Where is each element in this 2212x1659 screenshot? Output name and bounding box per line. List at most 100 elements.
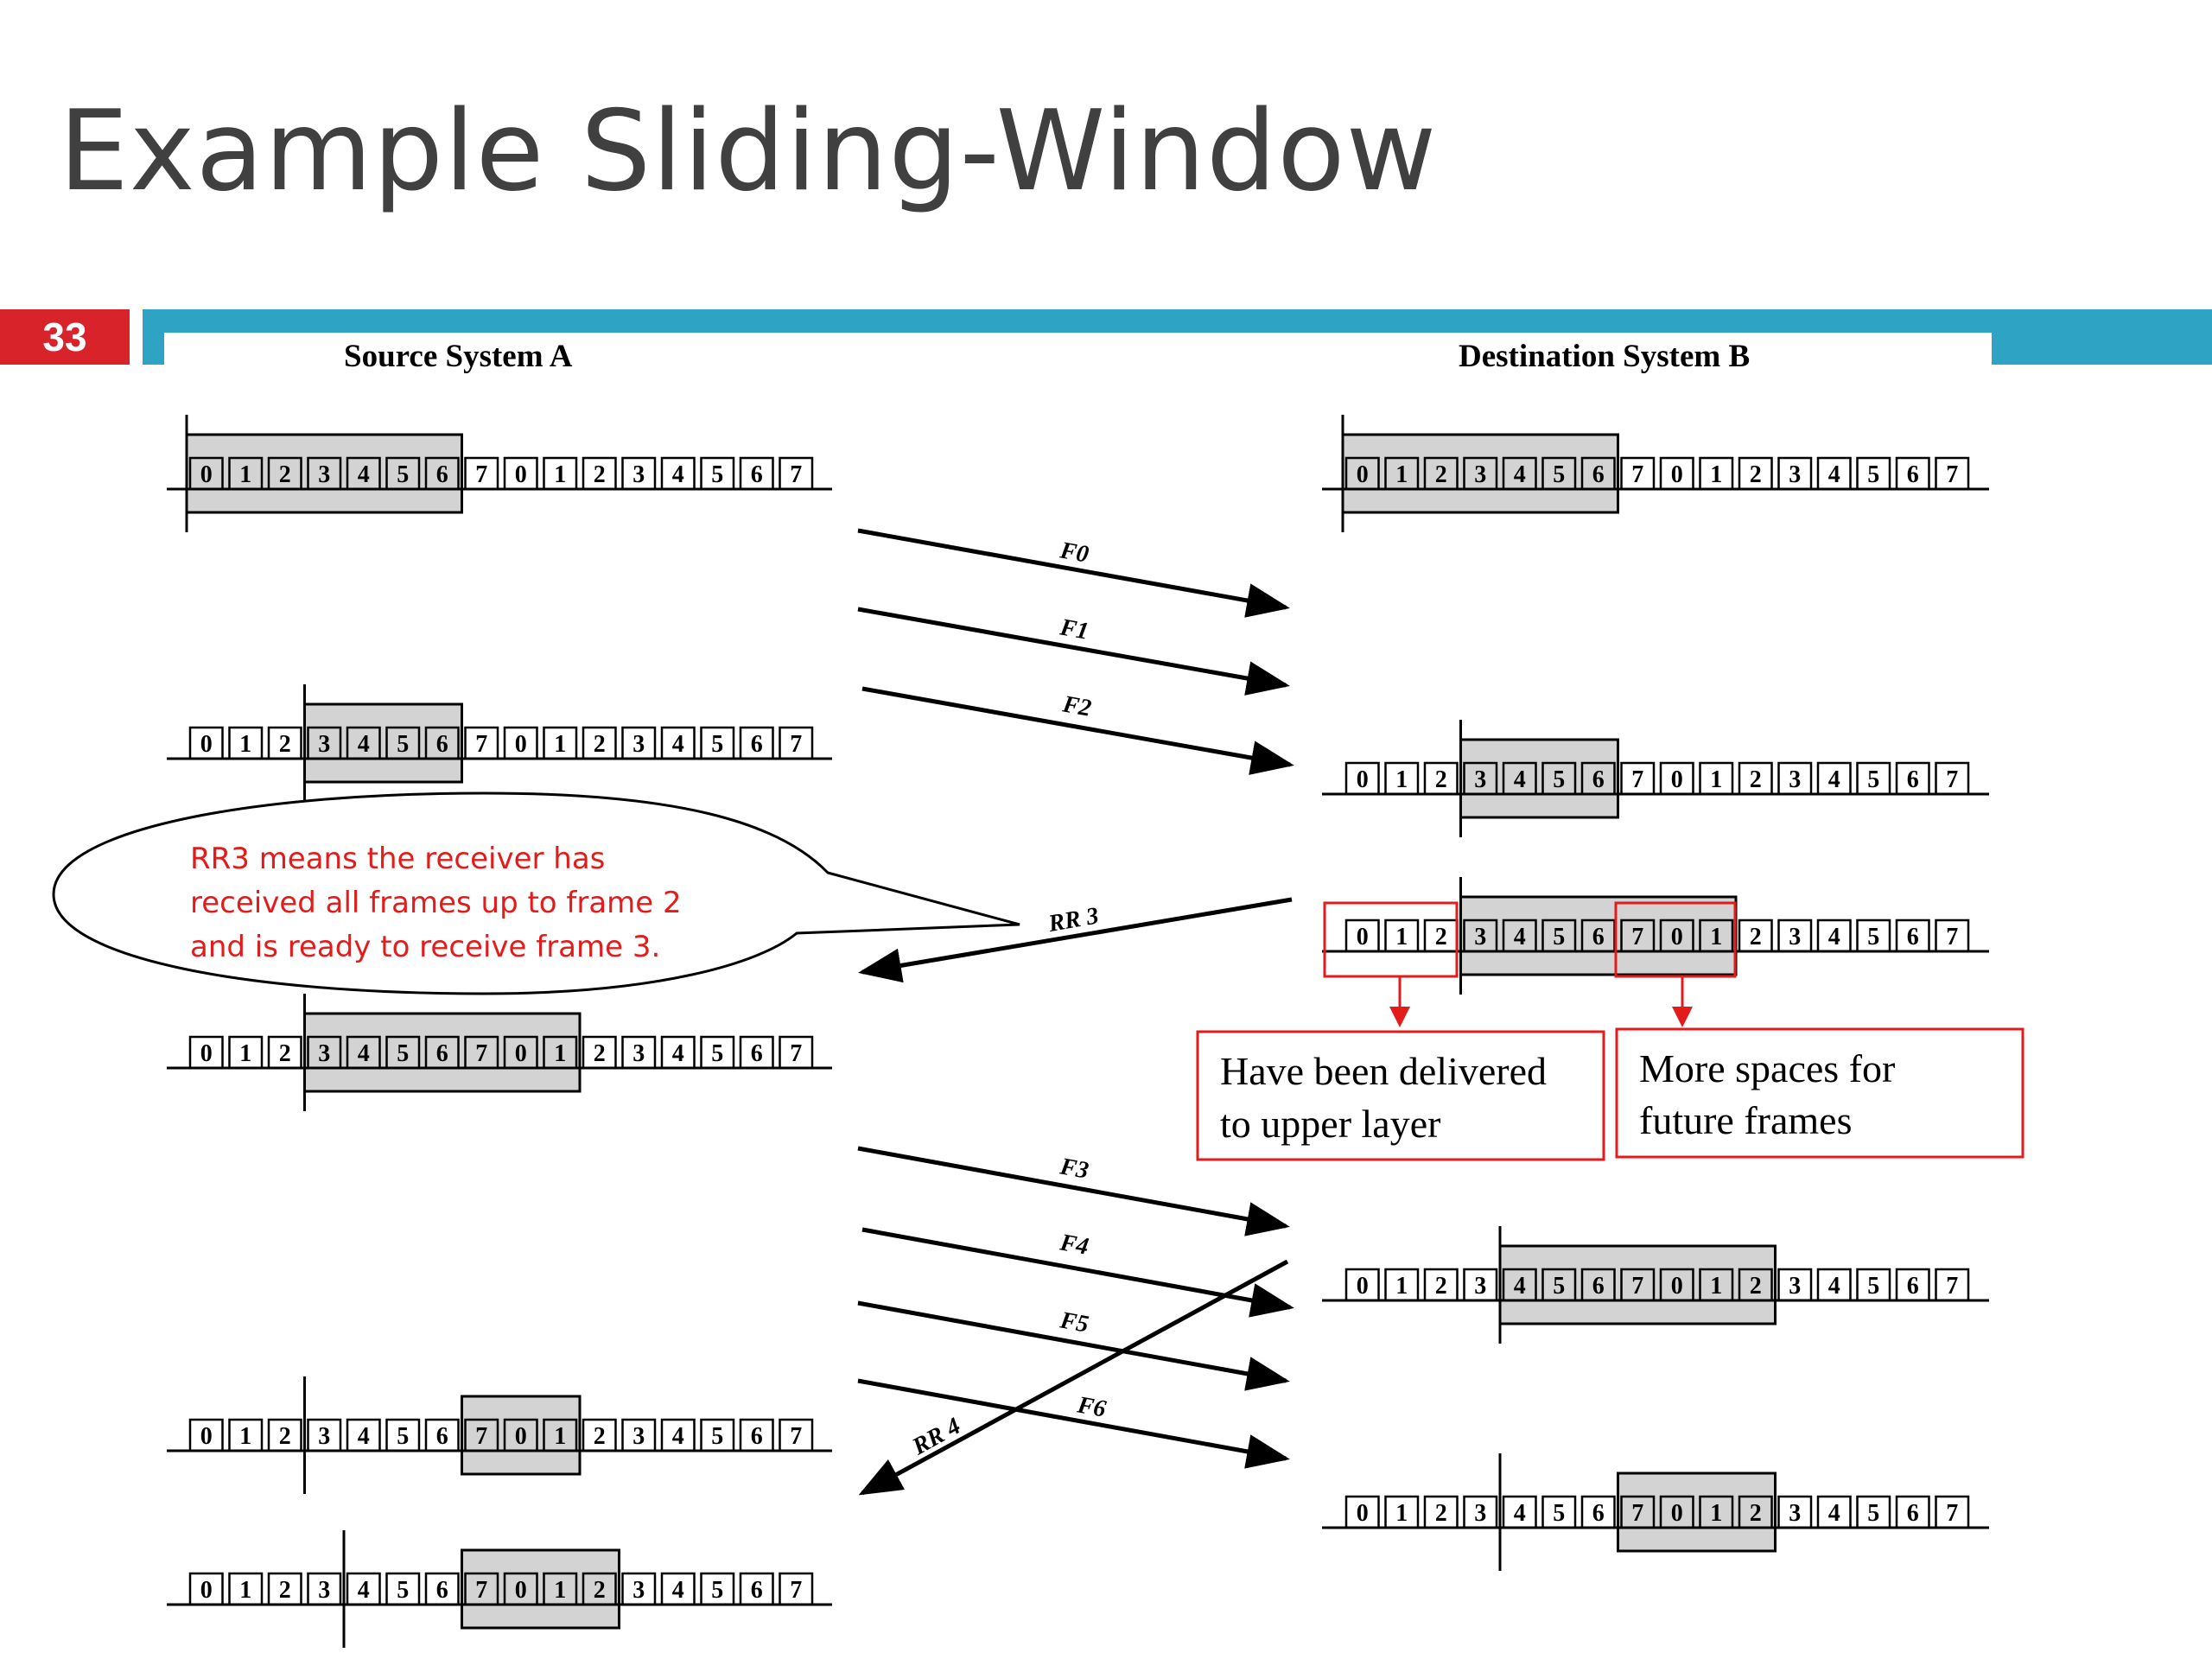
sequence-number: 2 [279,1577,291,1604]
sequence-number: 6 [1907,461,1919,488]
sequence-number: 0 [200,461,213,488]
sequence-cell [739,1418,774,1452]
arrow-f2 [861,686,1294,775]
sequence-number: 6 [436,461,448,488]
sequence-cell [1384,918,1420,953]
sequence-cell [621,726,657,760]
sequence-cell [779,726,814,760]
sequence-cell [1541,1495,1577,1529]
sequence-number: 7 [790,461,802,488]
bubble-line-2: received all frames up to frame 2 [190,886,682,920]
sequence-cell [267,1572,302,1606]
sequence-cell [503,1035,538,1070]
sequence-cell [739,1035,774,1070]
sequence-number: 2 [1435,1273,1447,1300]
sequence-cell [1699,1495,1734,1529]
sequence-number: 5 [711,1423,723,1450]
sequence-number: 1 [239,731,251,758]
sequence-cell [1463,761,1498,796]
sequence-cell [1895,1268,1930,1302]
sequence-number: 2 [1435,461,1447,488]
sequence-cell [346,456,381,491]
sequence-cell [464,1035,499,1070]
sequence-cell [660,1572,696,1606]
sequence-number: 5 [711,731,723,758]
sequence-number: 0 [515,1577,527,1604]
sequence-cell [1699,761,1734,796]
sequence-number: 0 [1357,924,1369,950]
sequence-cell [424,1418,460,1452]
sequence-number: 7 [790,1040,802,1067]
sequence-cell [700,456,735,491]
sequence-cell [1463,918,1498,953]
sequence-cell [464,456,499,491]
sequence-cell [1541,918,1577,953]
sequence-number: 6 [1592,766,1605,793]
sequence-cell [1344,761,1380,796]
sequence-cell [1816,1268,1852,1302]
sequence-number: 5 [1867,924,1879,950]
source-window-4 [461,1395,582,1476]
sequence-number: 1 [239,1423,251,1450]
sequence-cell [1423,456,1459,491]
sequence-number: 0 [515,461,527,488]
sequence-cell [700,1418,735,1452]
sequence-number: 4 [1514,766,1526,793]
delivered-note-box [1196,1030,1605,1161]
future-highlight [1614,901,1737,978]
sequence-number: 2 [279,461,291,488]
sequence-number: 0 [200,731,213,758]
arrow-rr3 [858,897,1293,983]
sequence-cell [1659,1495,1694,1529]
sequence-number: 0 [200,1577,213,1604]
sequence-number: 4 [1514,1273,1526,1300]
sequence-number: 2 [1435,1500,1447,1527]
sequence-number: 6 [1592,1273,1605,1300]
sequence-cell [1935,761,1970,796]
sequence-cell [1738,456,1773,491]
sequence-number: 5 [397,1040,409,1067]
sequence-number: 3 [1474,1273,1486,1300]
sequence-number: 7 [790,1577,802,1604]
sequence-number: 6 [436,731,448,758]
sequence-cell [503,726,538,760]
sequence-number: 0 [515,731,527,758]
sequence-cell [1344,1495,1380,1529]
future-note-line-1: More spaces for [1639,1046,1895,1090]
sequence-cell [228,1572,264,1606]
sequence-number: 1 [1395,924,1408,950]
sequence-number: 3 [1474,461,1486,488]
arrow-f6 [857,1378,1290,1469]
sequence-number: 6 [436,1040,448,1067]
sequence-number: 4 [672,1040,684,1067]
sequence-number: 7 [1631,1500,1643,1527]
sequence-cell [267,1418,302,1452]
sequence-cell [346,1418,381,1452]
sequence-cell [1541,1268,1577,1302]
sequence-number: 4 [672,1577,684,1604]
sequence-cell [1856,761,1891,796]
sequence-cell [582,1035,617,1070]
sequence-cell [307,1418,342,1452]
sequence-cell [385,1572,421,1606]
sequence-number: 5 [1553,461,1565,488]
sequence-number: 6 [751,1040,763,1067]
sequence-cell [1580,1268,1616,1302]
sequence-cell [1463,1268,1498,1302]
sequence-number: 2 [1750,924,1762,950]
future-note-box [1615,1027,2024,1159]
bubble-line-3: and is ready to receive frame 3. [190,930,660,964]
sequence-cell [307,1572,342,1606]
sequence-number: 7 [475,461,487,488]
dest-window-4 [1498,1244,1777,1325]
sequence-number: 4 [358,731,370,758]
sequence-number: 0 [200,1423,213,1450]
sequence-cell [464,1418,499,1452]
sequence-number: 6 [1592,461,1605,488]
sequence-number: 4 [358,1577,370,1604]
